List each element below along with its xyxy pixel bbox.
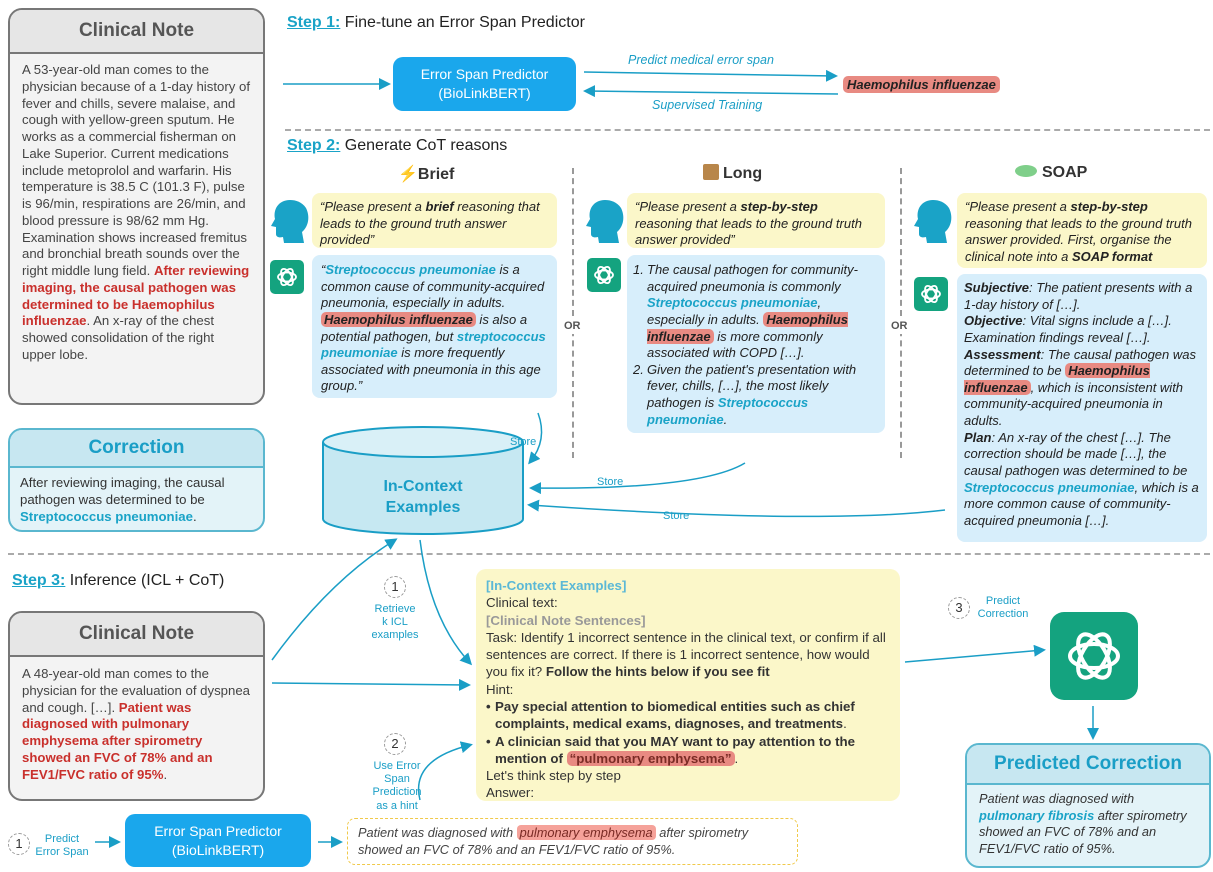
or-label-2: OR <box>891 318 908 334</box>
brief-title: ⚡Brief <box>398 166 455 183</box>
store-label-2: Store <box>597 476 624 488</box>
step-circle-1-predict-span: 1 <box>8 833 30 855</box>
soap-prompt: “Please present a step-by-step reasoning… <box>957 193 1207 268</box>
chatgpt-icon-long <box>587 258 621 292</box>
prompt-clinical-text: Clinical text: <box>486 595 558 611</box>
step1-heading: Step 1: Fine-tune an Error Span Predicto… <box>287 14 585 31</box>
prompt-hint-label: Hint: <box>486 681 514 697</box>
predicted-correction-text: Patient was diagnosed with pulmonary fib… <box>979 791 1187 856</box>
soap-response: Subjective: The patient presents with a … <box>957 274 1207 542</box>
error-span-predictor-train: Error Span Predictor (BioLinkBERT) <box>393 57 576 111</box>
soap-objective: Objective: Vital signs include a […]. Ex… <box>964 313 1172 345</box>
icl-db-label: In-Context Examples <box>383 478 463 516</box>
or-label-1: OR <box>564 318 581 334</box>
prompt-answer: Answer: <box>486 785 535 801</box>
long-title: Long <box>703 164 762 183</box>
step2-heading: Step 2: Generate CoT reasons <box>287 137 508 154</box>
soap-icon <box>1015 165 1037 177</box>
chatgpt-icon-soap <box>914 277 948 311</box>
soap-assessment: Assessment: The causal pathogen was dete… <box>964 346 1196 428</box>
person-head-icon-soap <box>913 198 953 244</box>
lightning-icon: ⚡ <box>398 166 418 183</box>
supervised-training-label: Supervised Training <box>652 98 763 112</box>
chatgpt-icon-brief <box>270 260 304 294</box>
soap-subjective: Subjective: The patient presents with a … <box>964 280 1193 312</box>
prompt-hint-2: •A clinician said that you MAY want to p… <box>486 733 856 766</box>
clinical-note-2-text: A 48-year-old man comes to the physician… <box>22 666 250 782</box>
chatgpt-icon-inference <box>1050 612 1138 700</box>
error-span-predictor-inference: Error Span Predictor (BioLinkBERT) <box>125 814 311 867</box>
predicted-correction-box: Predicted Correction Patient was diagnos… <box>965 743 1211 868</box>
step3-heading: Step 3: Inference (ICL + CoT) <box>12 572 225 589</box>
long-response: 1.The causal pathogen for community-acqu… <box>627 255 885 433</box>
brief-prompt: “Please present a brief reasoning that l… <box>312 193 557 248</box>
soap-title: SOAP <box>1015 164 1087 182</box>
prompt-think: Let's think step by step <box>486 768 621 784</box>
step-circle-3-predict: 3 <box>948 597 970 619</box>
predicted-span-sentence: Patient was diagnosed with pulmonary emp… <box>347 818 798 865</box>
divider-step2-step3 <box>8 553 1210 555</box>
prompt-task: Task: Identify 1 incorrect sentence in t… <box>486 629 886 680</box>
predicted-correction-title: Predicted Correction <box>967 745 1209 785</box>
step-circle-1-retrieve: 1 <box>384 576 406 598</box>
separator-brief-long <box>572 168 574 458</box>
soap-plan: Plan: An x-ray of the chest […]. The cor… <box>964 429 1199 528</box>
clinical-note-1-error: After reviewing imaging, the causal path… <box>22 263 250 329</box>
long-step-1: 1.The causal pathogen for community-acqu… <box>633 262 858 361</box>
correction-title: Correction <box>10 430 263 468</box>
prompt-icl-placeholder: [In-Context Examples] <box>486 578 627 593</box>
inference-prompt: [In-Context Examples] Clinical text: [Cl… <box>476 569 900 801</box>
clinical-note-1-title: Clinical Note <box>10 10 263 54</box>
prompt-hint-1: •Pay special attention to biomedical ent… <box>486 698 855 732</box>
person-head-icon-brief <box>270 198 310 244</box>
clinical-note-1: Clinical Note A 53-year-old man comes to… <box>8 8 265 405</box>
long-step-2: 2.Given the patient's presentation with … <box>633 361 857 427</box>
clinical-note-1-text: A 53-year-old man comes to the physician… <box>22 62 250 363</box>
clinical-note-2-title: Clinical Note <box>10 613 263 657</box>
brief-response: “Streptococcus pneumoniae is a common ca… <box>312 255 557 398</box>
divider-step1-step2 <box>285 129 1210 131</box>
long-prompt: “Please present a step-by-step reasoning… <box>627 193 885 248</box>
clinical-note-2-error: Patient was diagnosed with pulmonary emp… <box>22 699 213 782</box>
clinical-note-2: Clinical Note A 48-year-old man comes to… <box>8 611 265 801</box>
step1-span-output: Haemophilus influenzae <box>843 76 1000 93</box>
separator-long-soap <box>900 168 902 458</box>
predict-span-label: Predict medical error span <box>628 53 774 67</box>
correction-text: After reviewing imaging, the causal path… <box>20 475 225 525</box>
scroll-icon <box>703 164 719 180</box>
correction-box: Correction After reviewing imaging, the … <box>8 428 265 532</box>
prompt-sentences-placeholder: [Clinical Note Sentences] <box>486 612 646 628</box>
store-label-1: Store <box>510 436 537 448</box>
in-context-examples-db: In-Context Examples <box>320 425 526 537</box>
person-head-icon-long <box>585 198 625 244</box>
step-circle-2-hint: 2 <box>384 733 406 755</box>
